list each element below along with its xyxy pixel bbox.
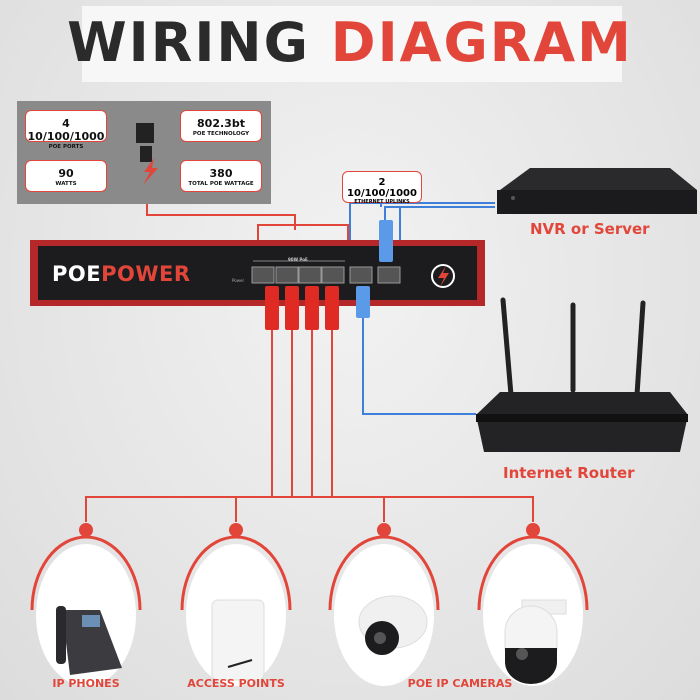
poe-wires	[85, 204, 534, 522]
router-label: Internet Router	[503, 464, 635, 482]
device-dot	[526, 523, 540, 537]
ip-phone-icon	[56, 606, 122, 675]
port-group-label: 90W PoE	[288, 257, 308, 262]
ethernet-bolt-icon	[136, 123, 158, 185]
power-logo-icon	[431, 264, 455, 288]
uplink-wires	[349, 201, 495, 415]
spec-connector-line	[146, 204, 296, 230]
device-dot	[377, 523, 391, 537]
power-indicator-label: Power	[232, 278, 245, 283]
dome-camera-icon	[358, 595, 428, 655]
device-bus-line	[85, 496, 534, 522]
nvr-uplink-line	[384, 206, 495, 220]
access-point-icon	[211, 599, 265, 681]
nvr-label: NVR or Server	[530, 220, 650, 238]
device-dot	[229, 523, 243, 537]
router-device	[476, 297, 688, 452]
poe-switch	[30, 240, 485, 306]
switch-brand-logo: POEPOWER	[52, 262, 191, 286]
poe-plugs	[265, 286, 339, 330]
title-banner	[82, 6, 622, 82]
device-dot	[79, 523, 93, 537]
uplink-plugs	[356, 220, 393, 318]
device-circles	[30, 523, 589, 686]
router-uplink-line	[362, 318, 476, 415]
ptz-camera-icon	[504, 599, 567, 684]
page-title: WIRING DIAGRAM	[67, 11, 633, 74]
device-label-poe-cameras: POE IP CAMERAS	[407, 677, 513, 690]
device-label-access-points: ACCESS POINTS	[187, 677, 285, 690]
device-label-ip-phones: IP PHONES	[52, 677, 120, 690]
nvr-device	[497, 168, 697, 214]
